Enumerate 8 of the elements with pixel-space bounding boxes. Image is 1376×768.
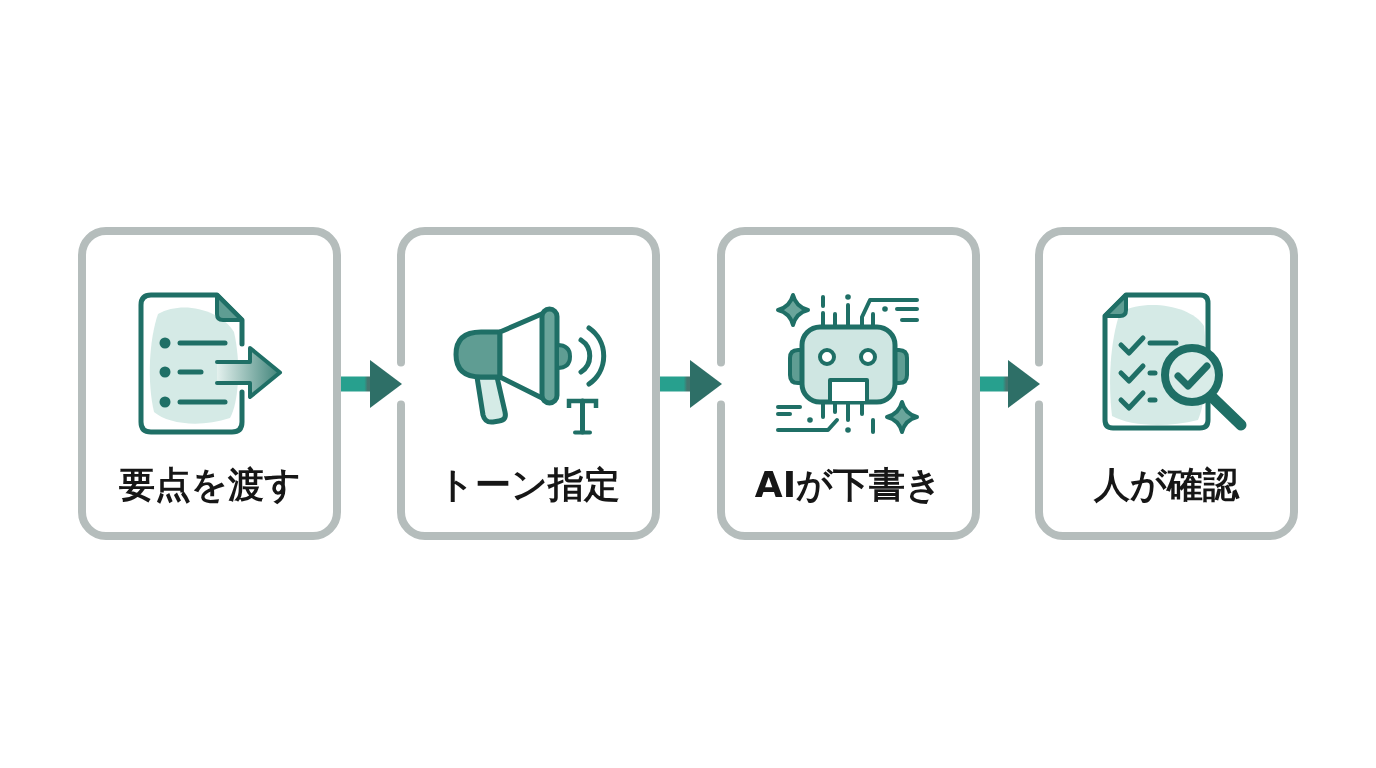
step-label: 人が確認	[1094, 463, 1239, 507]
step-box	[397, 227, 660, 540]
step-label: AIが下書き	[754, 463, 943, 507]
step-box	[78, 227, 341, 540]
step-label: トーン指定	[437, 463, 620, 507]
step-label: 要点を渡す	[118, 463, 301, 507]
step-box	[1035, 227, 1298, 540]
step-box	[717, 227, 980, 540]
